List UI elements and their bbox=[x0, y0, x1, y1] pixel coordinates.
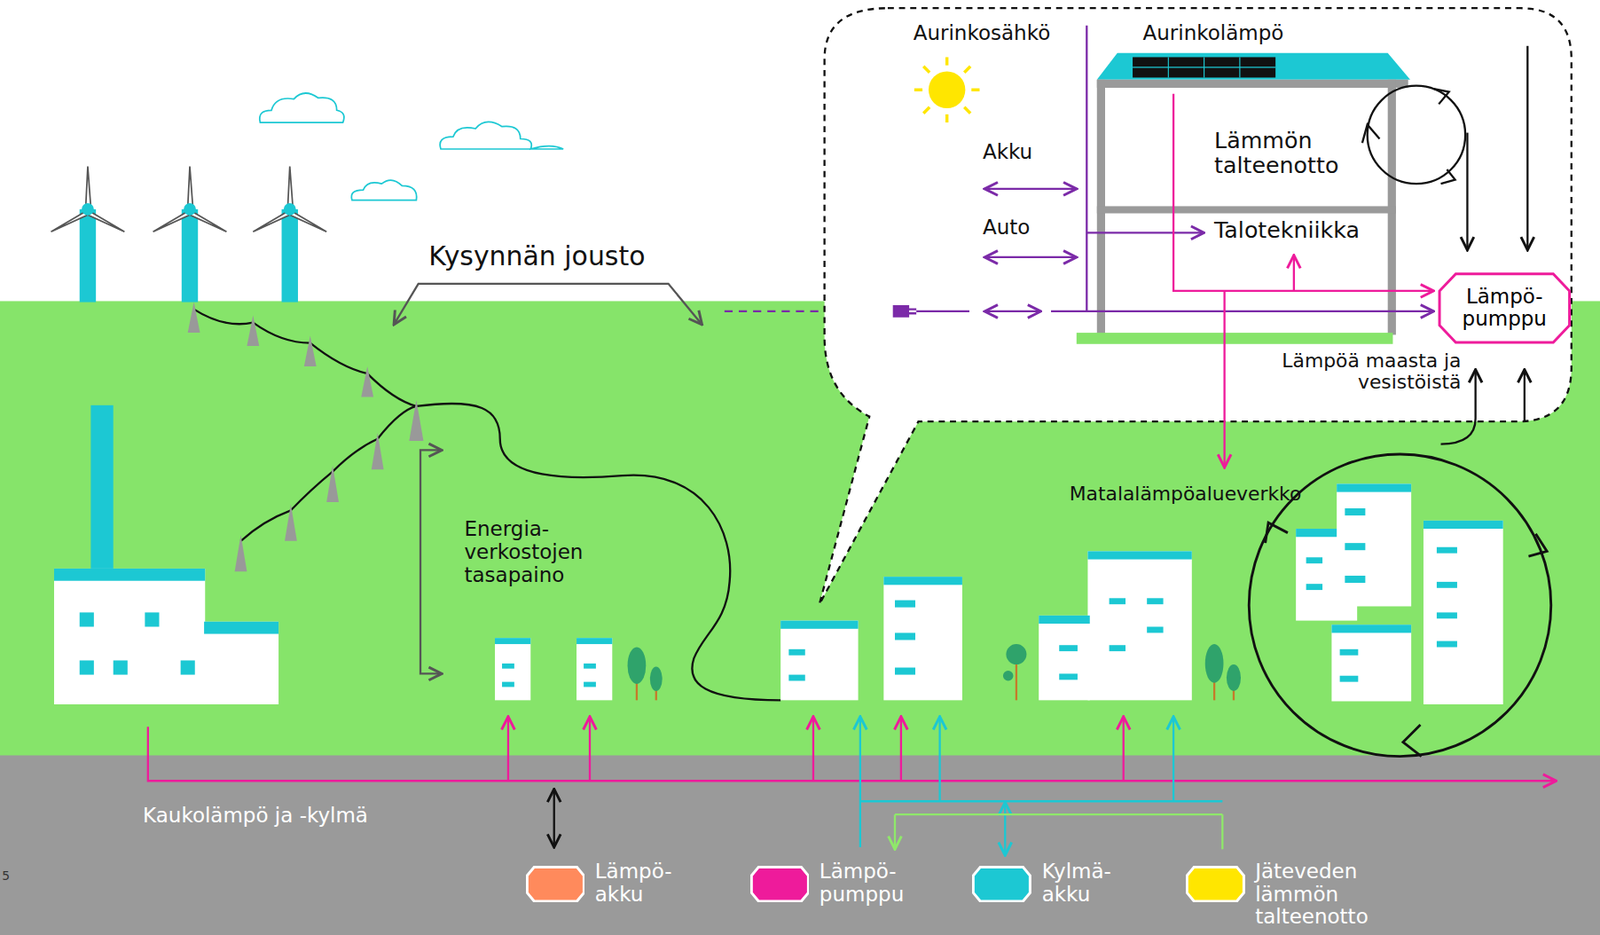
legend-swatch bbox=[750, 865, 810, 902]
car-label: Auto bbox=[982, 216, 1030, 240]
heat-recovery-label: Lämmön talteenotto bbox=[1214, 128, 1368, 180]
brackets bbox=[393, 283, 702, 675]
building-services-label: Talotekniikka bbox=[1214, 218, 1360, 244]
network-balance-label: Energia- verkostojen tasapaino bbox=[463, 517, 607, 587]
solar-power-label: Aurinkosähkö bbox=[913, 22, 1051, 46]
heat-pump-box: Lämpö- pumppu bbox=[1436, 271, 1573, 346]
solar-heat-label: Aurinkolämpö bbox=[1143, 22, 1285, 46]
octagon-shape bbox=[750, 865, 810, 902]
page-number: 5 bbox=[1, 869, 10, 883]
low-temp-network-label: Matalalämpöalueverkko bbox=[1069, 483, 1302, 505]
underground bbox=[0, 754, 1600, 935]
octagon-shape bbox=[1185, 865, 1246, 902]
clouds bbox=[259, 93, 564, 201]
legend-text: Lämpö- pumppu bbox=[819, 860, 912, 907]
legend-text: Lämpö- akku bbox=[595, 860, 688, 907]
heat-lines bbox=[1173, 94, 1434, 468]
district-network bbox=[148, 716, 1557, 855]
demand-flex-label: Kysynnän jousto bbox=[428, 241, 645, 271]
buildings bbox=[494, 483, 1504, 705]
electricity-lines bbox=[894, 25, 1435, 317]
ground-heat-label: Lämpöä maasta ja vesistöistä bbox=[1261, 350, 1462, 394]
sun bbox=[914, 56, 981, 123]
factory bbox=[54, 405, 279, 705]
trees bbox=[627, 643, 1241, 700]
legend-text: Jäteveden lämmön talteenotto bbox=[1254, 860, 1409, 929]
wind-turbines bbox=[51, 166, 328, 303]
power-lines bbox=[194, 309, 782, 701]
legend-text: Kylmä- akku bbox=[1042, 860, 1135, 907]
legend-swatch bbox=[972, 865, 1032, 902]
district-heat-label: Kaukolämpö ja -kylmä bbox=[142, 804, 369, 828]
octagon-shape bbox=[972, 865, 1032, 902]
house bbox=[1076, 53, 1411, 345]
callout-bubble bbox=[819, 7, 1572, 604]
pylons bbox=[188, 302, 424, 573]
octagon-shape bbox=[525, 865, 586, 902]
legend-swatch bbox=[525, 865, 586, 902]
node-text: Lämpö- pumppu bbox=[1445, 285, 1564, 332]
battery-label: Akku bbox=[982, 141, 1033, 165]
legend-swatch bbox=[1185, 865, 1246, 902]
ground bbox=[0, 300, 1600, 756]
